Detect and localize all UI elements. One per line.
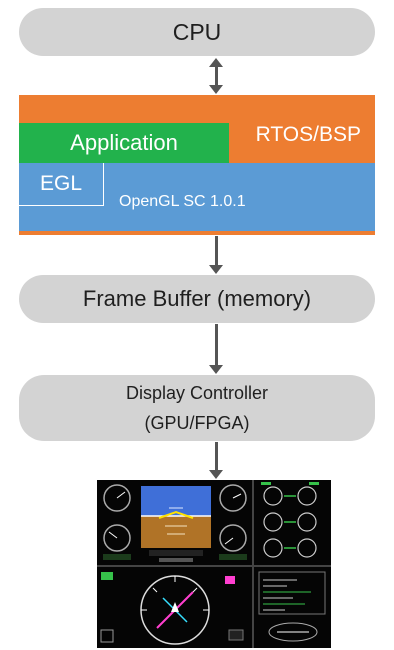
display-controller-sublabel: (GPU/FPGA) — [144, 413, 250, 433]
down-arrow-to-display-controller — [209, 324, 223, 374]
frame-buffer-block: Frame Buffer (memory) — [19, 275, 375, 323]
arrow-head-down-icon — [209, 470, 223, 479]
rtos-bsp-label: RTOS/BSP — [255, 123, 361, 146]
bidirectional-arrow — [209, 58, 223, 94]
arrow-head-up-icon — [209, 58, 223, 67]
application-label: Application — [70, 130, 178, 155]
down-arrow-to-frame-buffer — [209, 236, 223, 274]
arrow-shaft — [215, 66, 218, 86]
opengl-block: EGL OpenGL SC 1.0.1 — [19, 163, 375, 231]
avionics-display-image — [97, 480, 331, 648]
display-controller-label: Display Controller — [125, 383, 269, 403]
egl-block: EGL — [19, 163, 104, 206]
opengl-label: OpenGL SC 1.0.1 — [119, 193, 246, 210]
arrow-shaft — [215, 324, 218, 366]
cpu-block: CPU — [19, 8, 375, 56]
frame-buffer-label: Frame Buffer (memory) — [82, 286, 312, 311]
arrow-head-down-icon — [209, 365, 223, 374]
arrow-head-down-icon — [209, 85, 223, 94]
cockpit-display-icon — [97, 480, 331, 648]
cpu-label: CPU — [172, 18, 222, 45]
application-block: Application — [19, 123, 229, 163]
egl-label: EGL — [39, 172, 83, 195]
software-stack: RTOS/BSP Application EGL OpenGL SC 1.0.1 — [19, 95, 375, 235]
arrow-head-down-icon — [209, 265, 223, 274]
down-arrow-to-screen — [209, 442, 223, 479]
arrow-shaft — [215, 442, 218, 471]
arrow-shaft — [215, 236, 218, 266]
display-controller-block: Display Controller (GPU/FPGA) — [19, 375, 375, 441]
